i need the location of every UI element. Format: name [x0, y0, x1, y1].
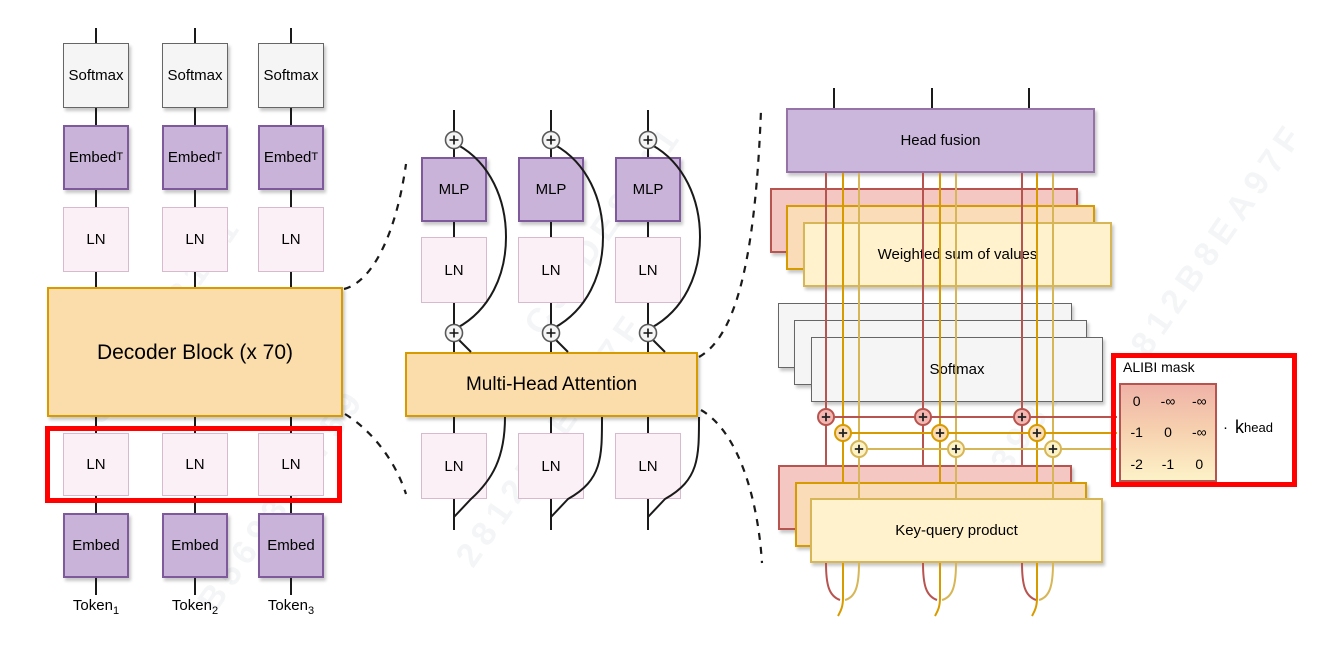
- multi-head-attention-box: Multi-Head Attention: [405, 352, 698, 417]
- ln-label: LN: [185, 231, 205, 248]
- softmax-label: Softmax: [263, 67, 319, 84]
- weighted-sum-label: Weighted sum of values: [877, 246, 1038, 263]
- mlp-box: MLP: [421, 157, 487, 222]
- mha-label: Multi-Head Attention: [465, 374, 638, 395]
- softmax-right-box: Softmax: [811, 337, 1103, 402]
- layernorm-box: LN: [421, 433, 487, 499]
- plus-icon: [850, 440, 868, 458]
- layernorm-box: LN: [615, 433, 681, 499]
- layernorm-box: LN: [63, 433, 129, 496]
- layernorm-box: LN: [63, 207, 129, 272]
- ln-label: LN: [638, 457, 658, 475]
- mlp-label: MLP: [535, 181, 567, 198]
- matrix-cell: -1: [1130, 424, 1143, 441]
- softmax-label: Softmax: [167, 67, 223, 84]
- embed-label: Embed: [263, 149, 312, 166]
- embed-sup: T: [311, 151, 319, 163]
- plus-icon: [914, 408, 932, 426]
- plus-icon: [444, 323, 464, 343]
- matrix-cell: 0: [1164, 424, 1172, 441]
- dot-operator: ·: [1223, 419, 1228, 436]
- head-fusion-label: Head fusion: [900, 132, 981, 149]
- ln-label: LN: [281, 456, 301, 473]
- ln-label: LN: [444, 457, 464, 475]
- softmax-label: Softmax: [929, 361, 985, 378]
- ln-label: LN: [541, 457, 561, 475]
- key-query-box: Key-query product: [810, 498, 1103, 563]
- mlp-box: MLP: [518, 157, 584, 222]
- token-label: Token1: [72, 597, 120, 617]
- alibi-broadcast-lines: [826, 416, 1117, 450]
- softmax-box: Softmax: [162, 43, 228, 108]
- embed-box: Embed: [258, 513, 324, 578]
- matrix-cell: -1: [1161, 456, 1175, 473]
- weighted-sum-box: Weighted sum of values: [803, 222, 1112, 287]
- plus-icon: [1044, 440, 1062, 458]
- plus-icon: [444, 130, 464, 150]
- layernorm-box: LN: [162, 207, 228, 272]
- matrix-cell: -∞: [1192, 392, 1207, 409]
- plus-icon: [541, 130, 561, 150]
- ln-label: LN: [86, 231, 106, 248]
- layernorm-box: LN: [258, 433, 324, 496]
- decoder-block-box: Decoder Block (x 70): [47, 287, 343, 417]
- embed-box: Embed: [63, 513, 129, 578]
- ln-label: LN: [281, 231, 301, 248]
- embed-label: Embed: [171, 537, 219, 554]
- k-subscript: head: [1244, 420, 1273, 435]
- head-fusion-box: Head fusion: [786, 108, 1095, 173]
- key-query-label: Key-query product: [895, 522, 1018, 539]
- ln-label: LN: [638, 261, 658, 279]
- embed-label: Embed: [68, 149, 117, 166]
- matrix-cell: 0: [1195, 456, 1204, 473]
- embed-label: Embed: [72, 537, 120, 554]
- embed-sup: T: [215, 151, 223, 163]
- decoder-block-label: Decoder Block (x 70): [96, 340, 294, 364]
- token-label: Token2: [171, 597, 219, 617]
- embed-label: Embed: [167, 149, 216, 166]
- plus-icon: [834, 424, 852, 442]
- mlp-box: MLP: [615, 157, 681, 222]
- alibi-mask-title: ALIBI mask: [1123, 359, 1195, 375]
- plus-icon: [931, 424, 949, 442]
- ln-label: LN: [185, 456, 205, 473]
- layernorm-box: LN: [421, 237, 487, 303]
- mlp-label: MLP: [632, 181, 664, 198]
- plus-icon: [947, 440, 965, 458]
- token-label: Token3: [267, 597, 315, 617]
- matrix-cell: 0: [1132, 392, 1141, 409]
- alibi-matrix: 0 -∞ -∞ -1 0 -∞ -2 -1 0: [1119, 383, 1217, 482]
- watermark-text: C36DE8141: [516, 116, 691, 342]
- alibi-add-circles-red: [817, 408, 1031, 426]
- matrix-cell: -∞: [1160, 392, 1176, 409]
- k-symbol: k: [1235, 417, 1244, 437]
- layernorm-box: LN: [518, 237, 584, 303]
- mlp-label: MLP: [438, 181, 470, 198]
- ln-label: LN: [541, 261, 561, 279]
- plus-icon: [817, 408, 835, 426]
- softmax-box: Softmax: [258, 43, 324, 108]
- matrix-cell: -∞: [1192, 424, 1207, 441]
- right-top-ticks: [833, 88, 1030, 108]
- embed-sup: T: [116, 151, 124, 163]
- softmax-box: Softmax: [63, 43, 129, 108]
- layernorm-box: LN: [162, 433, 228, 496]
- embed-label: Embed: [267, 537, 315, 554]
- matrix-cell: -2: [1130, 456, 1143, 473]
- ln-label: LN: [444, 261, 464, 279]
- k-head-term: · k head: [1223, 417, 1273, 438]
- layernorm-box: LN: [615, 237, 681, 303]
- watermark-text: 2812B8EA97F: [1108, 114, 1313, 384]
- layernorm-box: LN: [258, 207, 324, 272]
- layernorm-box: LN: [518, 433, 584, 499]
- ln-label: LN: [86, 456, 106, 473]
- softmax-label: Softmax: [68, 67, 124, 84]
- embed-box: Embed: [162, 513, 228, 578]
